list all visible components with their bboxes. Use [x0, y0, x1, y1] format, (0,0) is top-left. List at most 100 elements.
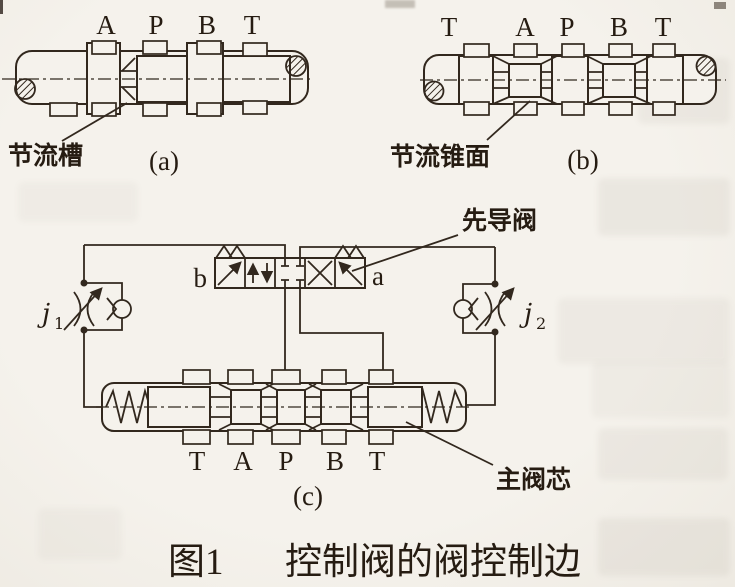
position-dividers: [244, 258, 336, 288]
leader-line: [405, 421, 494, 466]
panel-c-pilot-circuit: j 1 j 2: [37, 207, 571, 511]
label-solenoid-b: b: [194, 263, 208, 293]
junction-dot: [80, 326, 88, 334]
label-j1-subscript: 1: [54, 314, 64, 333]
port-stub: [242, 42, 268, 57]
check-bypass-loop: [84, 282, 123, 331]
port-label-a: A: [515, 12, 535, 42]
port-label-p: P: [278, 446, 293, 476]
pipe-pilot-t: [299, 288, 384, 372]
port-label-t: T: [189, 446, 206, 476]
check-bypass-loop: [462, 283, 495, 334]
port-stub: [513, 43, 538, 58]
pilot-valve-symbol: b a: [194, 244, 384, 293]
port-label-t: T: [441, 12, 458, 42]
pilot-piping: [83, 244, 496, 408]
port-stub: [142, 102, 168, 117]
position-blocked-center: [281, 258, 304, 288]
port-label-t: T: [244, 10, 261, 40]
port-label-t: T: [369, 446, 386, 476]
port-stub: [242, 100, 268, 115]
junction-dot: [80, 279, 88, 287]
leader-line: [486, 100, 531, 141]
port-stub: [608, 101, 633, 116]
port-stub: [49, 102, 78, 117]
port-stub: [91, 102, 117, 117]
annotation-main-spool: 主阀芯: [496, 466, 571, 494]
rod-section-hatch: [423, 80, 445, 102]
port-stub: [321, 369, 347, 385]
position-crossed-flow: [307, 260, 333, 286]
port-stub: [608, 43, 633, 58]
port-stub: [321, 429, 347, 445]
port-stub: [463, 101, 490, 116]
port-stub: [196, 40, 222, 55]
leader-line: [351, 234, 459, 272]
panel-b-spool-section: T A P B T 节流锥面 (b): [390, 12, 726, 175]
pipe-right-top: [299, 246, 495, 258]
port-label-p: P: [559, 12, 574, 42]
port-stub: [368, 429, 394, 445]
port-stub: [463, 43, 490, 58]
port-label-p: P: [148, 10, 163, 40]
panel-tag-b: (b): [567, 145, 598, 175]
label-solenoid-a: a: [372, 261, 384, 291]
port-stub: [227, 369, 254, 385]
port-label-b: B: [326, 446, 344, 476]
label-j2-subscript: 2: [536, 314, 546, 333]
port-stub: [652, 43, 676, 58]
port-stub: [652, 101, 676, 116]
panel-a-spool-section: A P B T 节流槽 (a): [2, 10, 314, 176]
rod-section-hatch: [695, 55, 717, 77]
main-valve: [96, 369, 472, 445]
rod-section-hatch: [14, 78, 36, 100]
pipe-left-top: [84, 244, 286, 258]
annotation-throttle-cone: 节流锥面: [390, 142, 490, 171]
port-stub: [182, 369, 211, 385]
port-label-a: A: [233, 446, 253, 476]
port-stub: [513, 101, 538, 116]
junction-dot: [491, 280, 499, 288]
figure-caption: 图1 控制阀的阀控制边: [168, 541, 581, 583]
panel-tag-a: (a): [149, 146, 179, 176]
leader-line: [61, 102, 128, 142]
check-valve-seat: [467, 297, 479, 321]
throttle-adjust-arrow: [63, 287, 103, 331]
throttle-check-assembly-right: j 2: [453, 280, 546, 336]
solenoid-icon: [215, 244, 246, 286]
throttle-adjust-arrow: [475, 287, 515, 331]
pilot-valve-body: [214, 257, 366, 289]
port-label-a: A: [96, 10, 116, 40]
position-parallel-flow: [246, 262, 274, 284]
port-stub: [196, 102, 222, 117]
throttle-check-assembly-left: j 1: [37, 279, 132, 334]
check-valve-ball: [112, 299, 132, 319]
check-valve-ball: [453, 299, 473, 319]
port-stub: [271, 429, 301, 445]
label-j1: j: [37, 299, 50, 329]
port-label-t: T: [655, 12, 672, 42]
annotation-throttle-groove: 节流槽: [8, 141, 83, 170]
port-stub: [182, 429, 211, 445]
annotation-pilot-valve: 先导阀: [462, 207, 537, 235]
port-stub: [561, 101, 585, 116]
check-valve-seat: [106, 297, 118, 321]
label-j2: j: [519, 299, 532, 329]
caption-number: 图1: [168, 542, 224, 583]
port-stub: [561, 43, 585, 58]
spool-shaft: [210, 396, 368, 418]
pipe-right-vertical: [467, 247, 496, 406]
panel-tag-c: (c): [293, 481, 323, 511]
rod-section-hatch: [285, 55, 307, 77]
port-stub: [91, 40, 117, 55]
spring-icon: [105, 387, 151, 424]
port-label-b: B: [610, 12, 628, 42]
port-label-b: B: [198, 10, 216, 40]
throttle-groove-detail: [120, 57, 137, 101]
port-stub: [142, 40, 168, 55]
port-stub: [271, 369, 301, 385]
solenoid-icon: [334, 244, 365, 286]
port-stub: [227, 429, 254, 445]
